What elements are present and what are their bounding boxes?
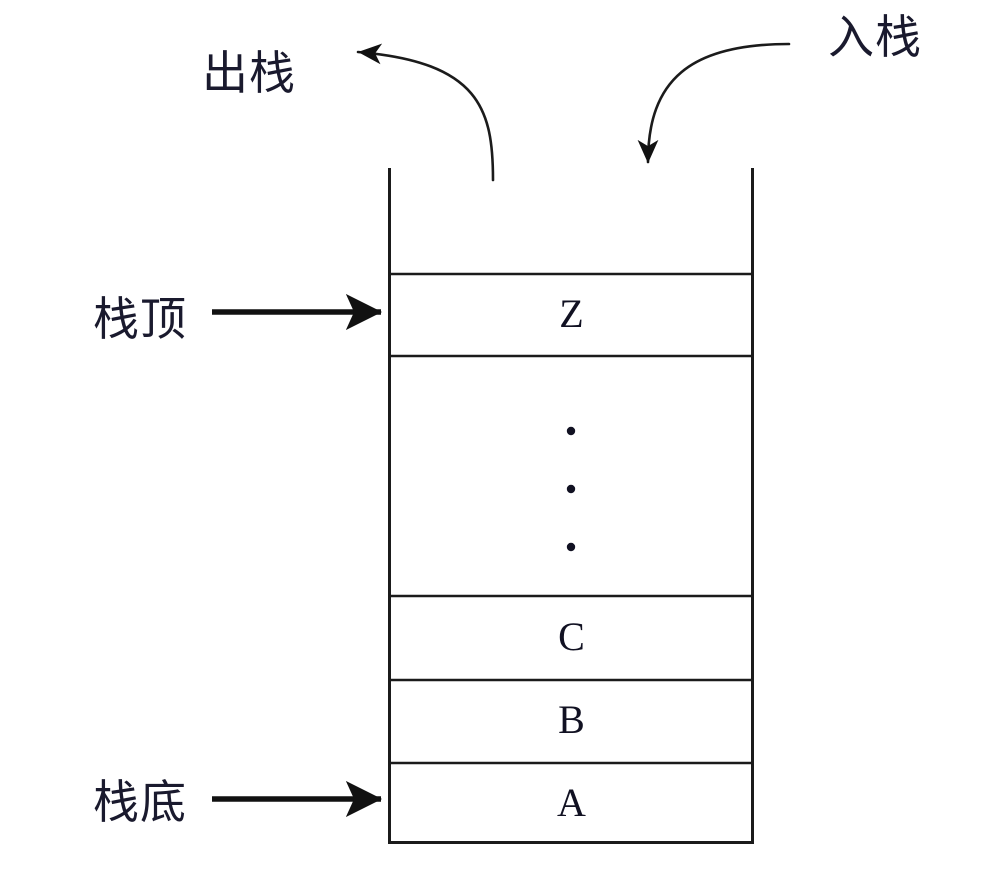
stack-cell-value-z: Z xyxy=(559,291,584,336)
stack-top-label: 栈顶 xyxy=(93,293,187,345)
stack-container-outline xyxy=(388,168,754,844)
stack-cell-value-c: C xyxy=(558,614,585,659)
stack-cell-dividers xyxy=(389,272,753,765)
stack-cell-value-b: B xyxy=(558,697,585,742)
push-label: 入栈 xyxy=(828,11,922,63)
stack-cell-value-a: A xyxy=(557,780,586,825)
ellipsis-dots-icon xyxy=(566,426,576,552)
stack-bottom-label: 栈底 xyxy=(93,776,187,828)
push-arrow-icon xyxy=(637,42,791,164)
pop-label: 出栈 xyxy=(202,47,296,99)
pop-arrow-icon xyxy=(356,43,495,182)
